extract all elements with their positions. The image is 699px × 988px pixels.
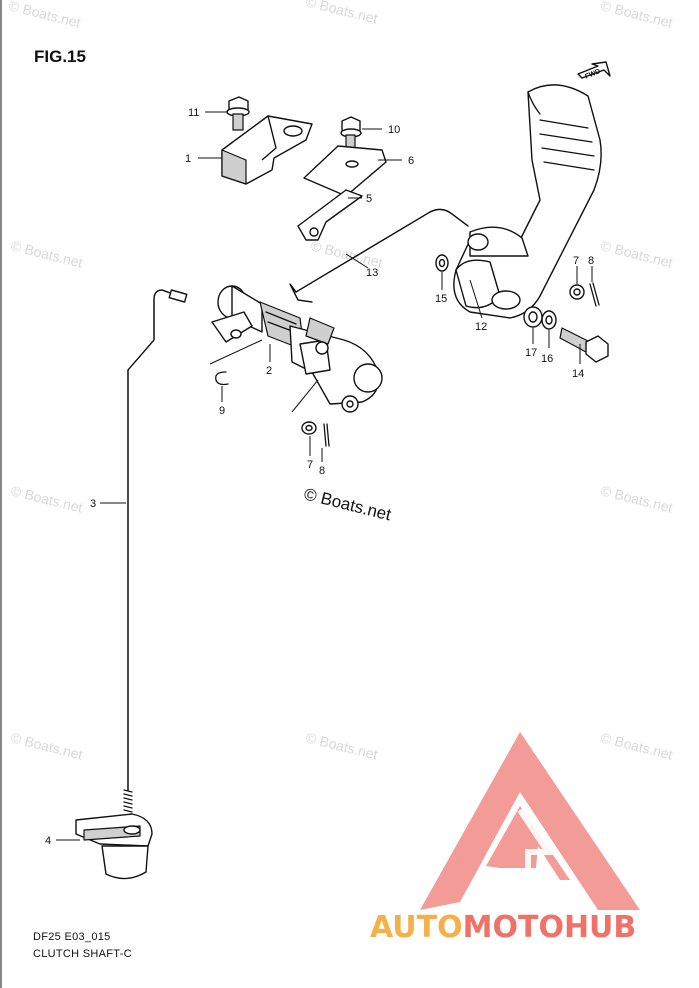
callout-6: 6 bbox=[408, 155, 414, 167]
part-1-bracket bbox=[221, 115, 313, 185]
watermark: © Boats.net bbox=[9, 237, 84, 270]
copyright-text: © Boats.net bbox=[302, 484, 393, 524]
part-5-link bbox=[297, 189, 363, 241]
brand-auto: AUTO bbox=[370, 910, 463, 945]
part-4-lever bbox=[75, 813, 153, 880]
part-17-bushing bbox=[523, 306, 543, 328]
part-14-bolt bbox=[559, 327, 609, 363]
callout-7-lower: 7 bbox=[307, 459, 313, 471]
callout-3: 3 bbox=[90, 498, 96, 510]
fwd-badge: FWD bbox=[577, 61, 611, 81]
callout-9: 9 bbox=[219, 405, 225, 417]
callout-8-lower: 8 bbox=[319, 465, 325, 477]
callout-11: 11 bbox=[188, 107, 199, 119]
callout-2: 2 bbox=[266, 365, 272, 377]
part-9-clip bbox=[215, 371, 229, 386]
part-2-lever-assembly bbox=[211, 285, 383, 413]
watermark: © Boats.net bbox=[599, 237, 674, 270]
watermark: © Boats.net bbox=[7, 0, 82, 31]
callout-13: 13 bbox=[366, 267, 378, 279]
callouts: 11 10 1 6 5 13 15 12 7 8 17 16 14 2 9 7 … bbox=[45, 107, 594, 847]
watermark: © Boats.net bbox=[599, 482, 674, 515]
leader-lines bbox=[56, 111, 593, 841]
watermark: © Boats.net bbox=[9, 482, 84, 515]
part-3-shift-rod bbox=[123, 289, 188, 813]
part-8-pin bbox=[589, 282, 600, 307]
brand-moto: MOTO bbox=[463, 910, 564, 945]
part-11-bolt bbox=[226, 96, 250, 131]
callout-12: 12 bbox=[475, 321, 487, 333]
callout-15: 15 bbox=[435, 293, 447, 305]
part-10-bolt bbox=[340, 116, 362, 151]
callout-1: 1 bbox=[185, 153, 191, 165]
callout-17: 17 bbox=[525, 347, 537, 359]
svg-text:AUTOMOTOHUB: AUTOMOTOHUB bbox=[370, 910, 636, 945]
part-7-washer bbox=[569, 284, 585, 300]
callout-5: 5 bbox=[366, 193, 372, 205]
callout-7: 7 bbox=[573, 255, 579, 267]
callout-8: 8 bbox=[588, 255, 594, 267]
brand-wordmark: AUTOMOTOHUB bbox=[370, 910, 636, 945]
part-8-pin-lower bbox=[323, 423, 330, 447]
watermark: © Boats.net bbox=[9, 729, 84, 762]
callout-10: 10 bbox=[388, 124, 400, 136]
watermark: © Boats.net bbox=[599, 729, 674, 762]
watermark: © Boats.net bbox=[599, 0, 674, 31]
part-6-plate bbox=[303, 145, 387, 197]
callout-4: 4 bbox=[45, 835, 51, 847]
watermark: © Boats.net bbox=[304, 729, 379, 762]
brand-logo bbox=[420, 732, 640, 910]
watermark: © Boats.net bbox=[304, 0, 379, 27]
part-12-tiller bbox=[453, 84, 602, 319]
part-15-washer bbox=[435, 254, 449, 272]
model-code: DF25 E03_015 bbox=[33, 931, 111, 943]
part-13-rod bbox=[289, 208, 469, 303]
part-7-washer-lower bbox=[301, 421, 317, 435]
callout-16: 16 bbox=[541, 353, 553, 365]
brand-hub: HUB bbox=[564, 910, 636, 945]
figure-title: FIG.15 bbox=[34, 47, 86, 66]
callout-14: 14 bbox=[572, 368, 584, 380]
part-16-washer bbox=[541, 310, 557, 330]
section-name: CLUTCH SHAFT-C bbox=[33, 948, 132, 960]
